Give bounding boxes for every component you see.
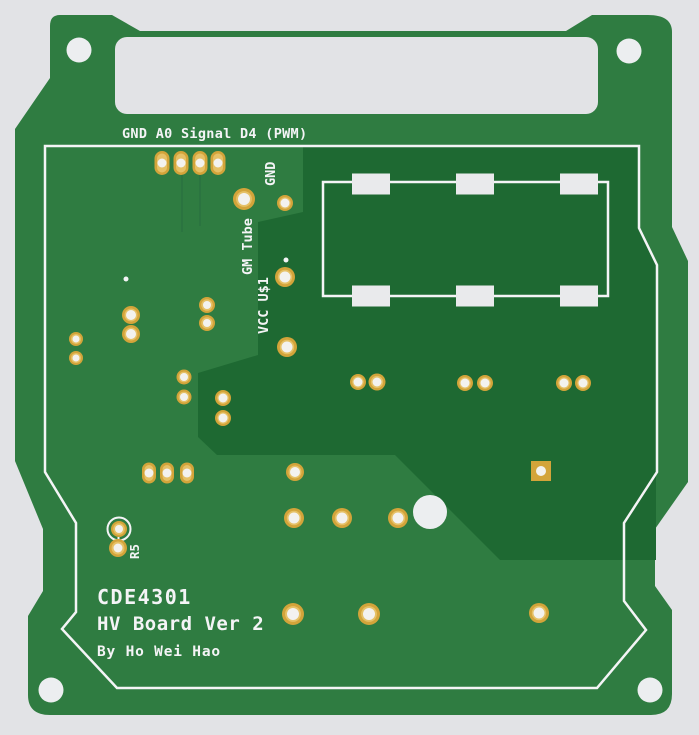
mounting-hole [66,37,92,63]
r5-label: R5 [127,543,142,559]
pad-hole [126,310,136,320]
copper-pour-region [198,147,656,560]
header-pin-labels: GND A0 Signal D4 (PWM) [122,126,308,142]
pad-hole [288,512,300,524]
fiducial-dots [123,257,289,282]
pad-hole [203,301,211,309]
smd-pads [352,173,598,307]
fiducial-dot [283,257,289,263]
pad-hole [578,378,588,388]
pad-hole [144,468,154,478]
smd-pad [352,285,390,307]
pad-hole [559,378,569,388]
pad-hole [218,393,228,403]
pad-hole [372,377,382,387]
fiducial-dot [123,276,129,282]
pad-hole [290,467,300,477]
pad-hole [536,466,546,476]
board-author: By Ho Wei Hao [97,644,221,660]
pad-hole [392,512,404,524]
smd-pad [456,285,494,307]
oval-pads [142,151,226,484]
drill-holes [413,495,447,529]
square-pads [531,461,551,481]
board-slot-cutout [115,37,598,114]
trace-lines [181,170,201,232]
smd-pad [560,173,598,195]
mounting-hole [637,677,663,703]
pad-hole [72,335,80,343]
pad-hole [162,468,172,478]
board-title: CDE4301 [97,585,192,609]
pad-hole [460,378,470,388]
smd-pad [456,173,494,195]
pad-hole [213,158,223,168]
smd-pad [352,173,390,195]
pad-hole [218,413,228,423]
pad-hole [157,158,167,168]
pad-hole [280,198,290,208]
pad-hole [353,377,363,387]
board-subtitle: HV Board Ver 2 [97,613,265,635]
pad-hole [533,607,545,619]
drill-hole [413,495,447,529]
gnd-label: GND [263,161,279,186]
pad-hole [287,608,299,620]
pad-hole [126,329,136,339]
pad-hole [203,319,211,327]
pad-hole [238,193,250,205]
round-pads [69,188,591,625]
gm-tube-label: GM Tube [240,218,256,275]
pad-hole [176,158,186,168]
pad-hole [336,512,348,524]
pad-hole [480,378,490,388]
pad-hole [113,543,123,553]
silkscreen-outline [43,144,659,690]
pad-hole [363,608,375,620]
vcc-u1-label: VCC U$1 [256,277,272,334]
pad-hole [281,341,293,353]
pad-hole [279,271,291,283]
mounting-hole [616,38,642,64]
mounting-hole [38,677,64,703]
pad-hole [195,158,205,168]
mounting-holes [38,37,663,703]
pad-hole [180,373,188,381]
smd-pad [560,285,598,307]
pad-hole [115,525,123,533]
pad-hole [182,468,192,478]
pad-hole [180,393,188,401]
pad-hole [72,354,80,362]
